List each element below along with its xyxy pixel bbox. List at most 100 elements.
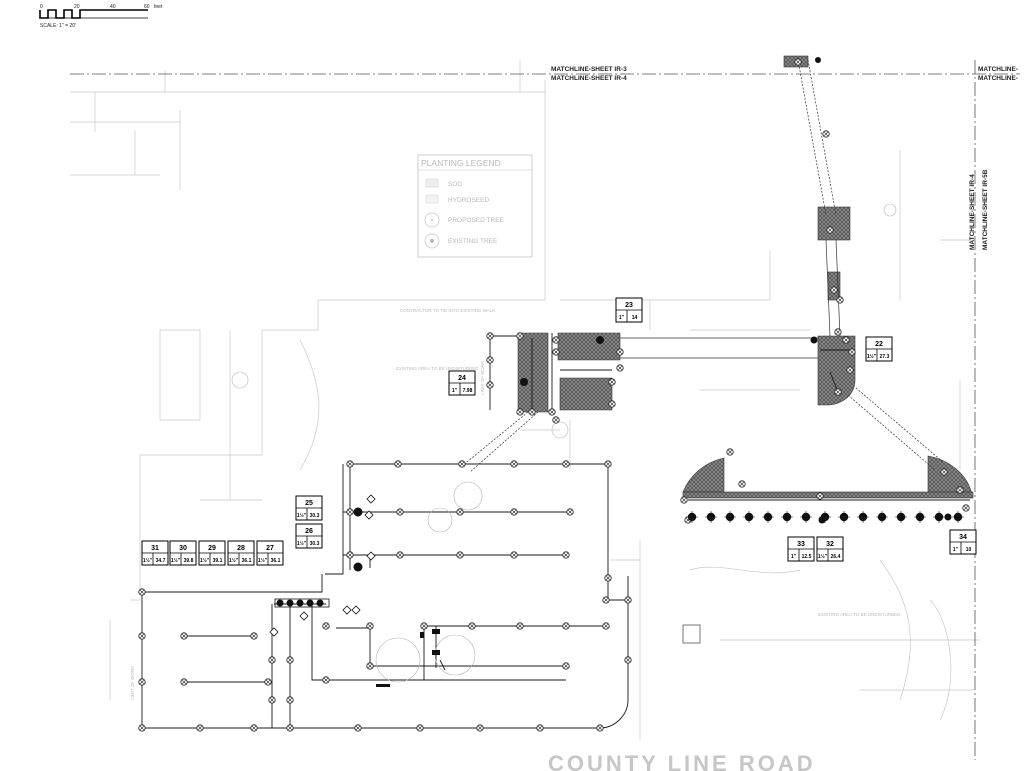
sprinkler-head-icon xyxy=(476,724,484,732)
sprinkler-head-icon xyxy=(596,724,604,732)
scale-tick-60: 60 xyxy=(144,4,150,10)
zone-pipe-size: 1½" xyxy=(258,557,268,564)
sprinkler-head-icon xyxy=(510,508,518,516)
sprinkler-head-icon xyxy=(366,622,374,630)
zone-flow: 30.3 xyxy=(310,541,320,547)
sprinkler-head-icon xyxy=(286,724,294,732)
zone-pipe-size: 1½" xyxy=(200,557,210,564)
scale-tick-40: 40 xyxy=(110,4,116,10)
sprinkler-head-icon xyxy=(346,508,354,516)
zone-pipe-size: 1½" xyxy=(229,557,239,564)
sprinkler-head-icon xyxy=(346,460,354,468)
legend-title: PLANTING LEGEND xyxy=(421,158,501,168)
sprinkler-head-icon xyxy=(562,622,570,630)
legend-existing-tree-label: EXISTING TREE xyxy=(448,238,498,245)
matchline-vertical-ir4-label: MATCHLINE-SHEET IR-4 xyxy=(969,174,976,250)
existing-structure xyxy=(682,624,701,644)
proposed-tree-icon xyxy=(857,511,869,523)
sprinkler-head-icon xyxy=(608,378,616,386)
proposed-tree-icon xyxy=(686,511,698,523)
walk-corridors xyxy=(461,59,944,473)
sprinkler-head-icon xyxy=(138,632,146,640)
sprinkler-head-icon xyxy=(956,486,964,494)
zone-pipe-size: 1½" xyxy=(297,512,307,519)
sod-swatch xyxy=(425,178,439,188)
sprinkler-head-icon xyxy=(834,328,842,336)
matchline-ir4-label: MATCHLINE-SHEET IR-4 xyxy=(551,75,627,82)
proposed-tree-icon xyxy=(743,511,755,523)
legend-hydroseed-label: HYDROSEED xyxy=(448,197,489,204)
sprinkler-head-icon xyxy=(562,662,570,670)
sprinkler-head-icon xyxy=(286,656,294,664)
sprinkler-head-icon xyxy=(848,348,856,356)
sprinkler-head-icon xyxy=(962,504,970,512)
sprinkler-head-icon xyxy=(180,632,188,640)
planting-legend: PLANTING LEGEND SOD HYDROSEED PROPOSED T… xyxy=(417,154,533,258)
proposed-tree-icon xyxy=(424,212,440,228)
sprinkler-head-icon xyxy=(268,656,276,664)
zone-pipe-size: 1" xyxy=(452,388,458,394)
proposed-tree-row xyxy=(686,511,964,523)
sprinkler-head-icon xyxy=(830,286,838,294)
scale-bar: 0 20 40 60 feet SCALE: 1" = 20' xyxy=(39,4,163,29)
sprinkler-head-icon xyxy=(394,460,402,468)
matchline-vertical-ir5b-label: MATCHLINE-SHEET IR-5B xyxy=(982,169,989,250)
zone-number: 34 xyxy=(959,534,967,541)
scale-unit: feet xyxy=(154,4,163,10)
legend-sod-label: SOD xyxy=(448,181,462,188)
zone-number: 24 xyxy=(458,375,466,382)
sprinkler-head-icon xyxy=(486,381,494,389)
zone-flow: 39.8 xyxy=(184,558,194,564)
sprinkler-head-icon xyxy=(516,408,524,416)
zone-pipe-size: 1" xyxy=(953,547,959,553)
zone-number: 29 xyxy=(208,545,216,552)
sprinkler-head-icon xyxy=(250,632,258,640)
proposed-tree-icon xyxy=(762,511,774,523)
proposed-tree-icon xyxy=(952,511,964,523)
sprinkler-head-icon xyxy=(822,130,830,138)
sprinkler-head-icon xyxy=(624,656,632,664)
zone-number: 33 xyxy=(797,541,805,548)
zone-pipe-size: 1½" xyxy=(297,540,307,547)
matchlines: MATCHLINE-SHEET IR-3 MATCHLINE-SHEET IR-… xyxy=(70,60,1020,760)
sprinkler-head-icon xyxy=(196,724,204,732)
zone-callout-33: 331"12.5 xyxy=(787,536,815,562)
zone-callout-23: 231"14 xyxy=(615,297,643,323)
sprinkler-head-icon xyxy=(138,588,146,596)
sprinkler-head-icon xyxy=(846,366,854,374)
sprinkler-head-icon xyxy=(346,551,354,559)
sprinkler-head-icon xyxy=(416,724,424,732)
zone-flow: 7.98 xyxy=(463,388,473,394)
matchline-ir3-label: MATCHLINE-SHEET IR-3 xyxy=(551,66,627,73)
zone-flow: 12.5 xyxy=(802,554,812,560)
zone-number: 27 xyxy=(266,545,274,552)
valve-boxes xyxy=(274,57,952,687)
zone-callout-34: 341"10 xyxy=(949,529,977,555)
sprinkler-head-icon xyxy=(396,551,404,559)
sprinkler-head-icon xyxy=(816,492,824,500)
zone-number: 28 xyxy=(237,545,245,552)
road-label: COUNTY LINE ROAD xyxy=(548,751,816,771)
sprinkler-head-icon xyxy=(420,622,428,630)
sprinkler-head-icon xyxy=(726,448,734,456)
sprinkler-head-icon xyxy=(616,348,624,356)
note-limit-of-work-b: LIMIT OF WORK xyxy=(130,666,135,700)
note-limit-of-work-a: LIMIT OF WORK xyxy=(480,361,485,395)
sprinkler-head-icon xyxy=(836,296,844,304)
scale-tick-20: 20 xyxy=(74,4,80,10)
matchline-right-b-label: MATCHLINE- xyxy=(978,75,1018,82)
control-valves xyxy=(269,494,376,637)
sprinkler-head-icon xyxy=(354,724,362,732)
sprinkler-head-icon xyxy=(602,622,610,630)
sprinkler-head-icon xyxy=(738,480,746,488)
sprinkler-head-icon xyxy=(842,336,850,344)
sprinkler-head-icon xyxy=(516,332,524,340)
existing-shrubs xyxy=(231,203,897,683)
note-tie-in: CONTRACTOR TO TIE INTO EXISTING WALK xyxy=(400,308,495,313)
